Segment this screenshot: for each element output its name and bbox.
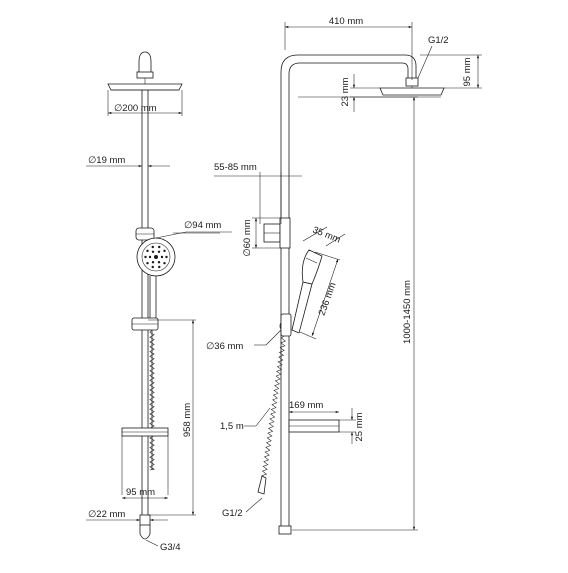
front-hose [149, 329, 156, 471]
dim-hand-width [302, 226, 346, 247]
label-hose-thread: G1/2 [222, 508, 243, 519]
nozzle-dot [157, 250, 161, 253]
dim-shelf-height [339, 408, 356, 444]
dim-arm-thread-leader [417, 45, 433, 79]
dim-head-diameter [107, 90, 183, 116]
front-arm-stub [136, 51, 154, 79]
nozzle-dot [151, 265, 154, 269]
dim-bracket-diameter [252, 217, 280, 249]
nozzle-dot [151, 261, 155, 264]
label-head-diameter: ∅200 mm [114, 103, 157, 114]
label-rail-diameter: ∅19 mm [88, 155, 125, 166]
dim-bracket-offset [214, 172, 302, 224]
nozzle-dot [146, 249, 149, 253]
label-head-thickness: 23 mm [340, 77, 351, 106]
label-shelf-length: 169 mm [289, 400, 323, 411]
nozzle-dot [163, 249, 166, 253]
label-inlet-thread: G3/4 [160, 542, 181, 553]
nozzle-dot [163, 261, 166, 265]
nozzle-dot [151, 245, 154, 249]
side-slider [279, 313, 292, 337]
nozzle-dot [165, 255, 168, 259]
label-hand-width: 35 mm [311, 225, 342, 246]
nozzle-dot [158, 245, 161, 249]
label-bracket-offset: 55-85 mm [214, 162, 257, 173]
front-slider [131, 317, 159, 331]
label-total-height: 1000-1450 mm [402, 280, 413, 344]
label-bracket-diameter: ∅60 mm [242, 219, 253, 256]
dim-hand-diameter [155, 231, 232, 239]
label-hose-length: 1,5 m [220, 421, 244, 432]
label-head-drop: 95 mm [462, 57, 473, 86]
side-wall-bracket [263, 217, 291, 249]
label-shelf-height: 25 mm [354, 412, 365, 441]
dim-inlet-thread-leader [145, 539, 159, 547]
front-inlet [139, 514, 151, 540]
dim-hand-length [299, 251, 341, 340]
nozzle-dot [157, 261, 161, 264]
front-hand-shower-handle [149, 276, 157, 318]
label-shelf-depth: 95 mm [126, 487, 155, 498]
side-head-shower [379, 86, 445, 98]
side-view: 410 mm G1/2 95 mm 23 mm 55-85 mm ∅60 mm … [206, 16, 482, 535]
nozzle-dot [144, 255, 147, 259]
dim-hose-thread-leader [245, 497, 263, 513]
nozzle-dot [151, 250, 155, 253]
front-head-shower [107, 78, 183, 91]
label-holder-diameter: ∅36 mm [206, 341, 243, 352]
side-shelf [288, 419, 340, 433]
front-hand-shower [136, 237, 176, 277]
front-view: ∅200 mm ∅19 mm ∅94 mm 958 mm 95 mm ∅22 m… [86, 51, 232, 553]
side-hose [257, 335, 287, 495]
dim-head-drop [420, 54, 482, 89]
front-shelf [121, 427, 169, 495]
dim-total-height [292, 96, 418, 531]
label-hand-diameter: ∅94 mm [184, 220, 221, 231]
nozzle-dot [148, 255, 152, 259]
front-rail [141, 90, 149, 515]
label-base-diameter: ∅22 mm [88, 509, 125, 520]
side-inlet [278, 525, 292, 535]
dim-arm-length [284, 22, 413, 80]
nozzle-dot [146, 261, 149, 265]
dim-hose-length-leader [244, 407, 271, 427]
label-arm-thread: G1/2 [428, 35, 449, 46]
hand-shower-nozzles [144, 245, 168, 269]
label-rail-height: 958 mm [182, 403, 193, 437]
dim-holder-diameter-leader [254, 329, 282, 346]
label-hand-length: 236 mm [317, 281, 339, 317]
front-wall-bracket [135, 227, 155, 241]
nozzle-dot [158, 265, 161, 269]
dim-rail-height [148, 319, 196, 516]
label-arm-length: 410 mm [329, 16, 363, 27]
dim-head-thickness [350, 74, 383, 112]
nozzle-dot [160, 255, 164, 259]
